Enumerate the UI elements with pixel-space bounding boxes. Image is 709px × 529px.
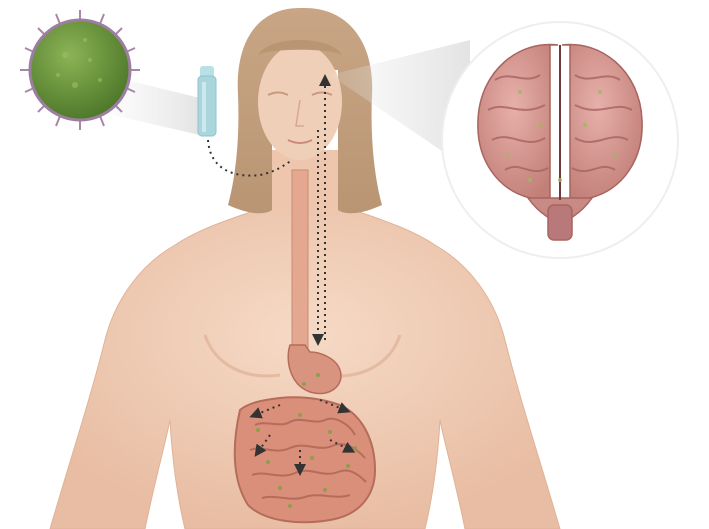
virus-particle <box>20 10 140 130</box>
esophagus <box>292 170 308 350</box>
nasal-spray <box>198 66 216 136</box>
